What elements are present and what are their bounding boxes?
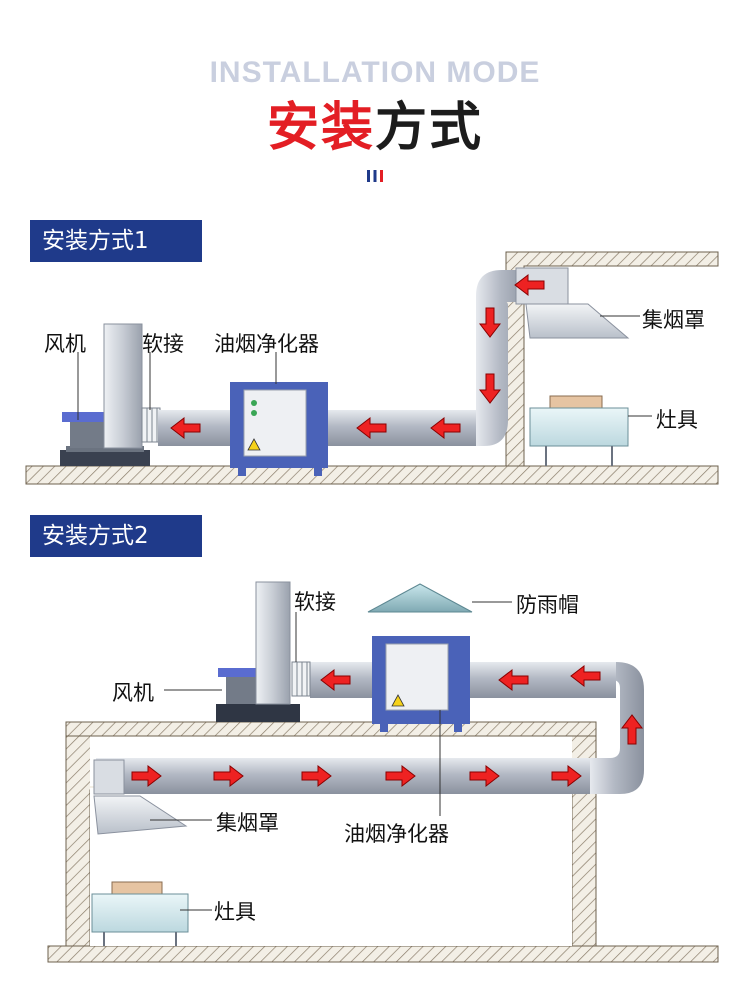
duct-interior-2 bbox=[96, 758, 596, 794]
floor-hatch-1 bbox=[25, 465, 719, 485]
page-title-part2: 方式 bbox=[375, 98, 484, 158]
fan-stack-1 bbox=[103, 323, 143, 449]
soft-joint-1 bbox=[141, 407, 161, 443]
page-title-part1: 安装 bbox=[266, 98, 375, 158]
fan-motor-1 bbox=[70, 420, 110, 448]
hood-2 bbox=[93, 759, 188, 835]
callout-purifier-1: 油烟净化器 bbox=[214, 332, 319, 356]
callout-rain-cap-2: 防雨帽 bbox=[516, 593, 579, 617]
page-title: 安装方式 bbox=[0, 96, 750, 160]
callout-soft-joint-2: 软接 bbox=[294, 590, 336, 614]
fan-base-2 bbox=[216, 704, 300, 722]
callout-hood-2: 集烟罩 bbox=[216, 811, 279, 835]
callout-fan-2: 风机 bbox=[112, 681, 154, 705]
stove-2 bbox=[91, 881, 189, 946]
rain-cap-2 bbox=[367, 583, 473, 613]
header-subtitle-en: INSTALLATION MODE bbox=[209, 56, 541, 89]
hood-1 bbox=[515, 267, 630, 339]
tricolor-bars-decoration bbox=[367, 170, 383, 182]
warning-label-icon bbox=[247, 438, 261, 451]
section1-label: 安装方式1 bbox=[30, 220, 202, 262]
callout-stove-1: 灶具 bbox=[656, 408, 698, 432]
duct-riser-2 bbox=[590, 662, 644, 794]
callout-lines-2 bbox=[150, 601, 512, 911]
purifier-unit-2 bbox=[372, 636, 470, 732]
roof-slab-2 bbox=[65, 721, 597, 737]
fan-stack-2 bbox=[255, 581, 291, 705]
fan-base-1 bbox=[60, 450, 150, 466]
warning-label-icon bbox=[391, 694, 405, 707]
callout-fan-1: 风机 bbox=[44, 332, 86, 356]
purifier-unit-1 bbox=[230, 382, 328, 476]
fan-motor-2 bbox=[226, 676, 258, 704]
section2-label: 安装方式2 bbox=[30, 515, 202, 557]
callout-soft-joint-1: 软接 bbox=[142, 332, 184, 356]
wall-hatch-1 bbox=[505, 251, 719, 467]
callout-stove-2: 灶具 bbox=[214, 900, 256, 924]
callout-purifier-2: 油烟净化器 bbox=[344, 822, 449, 846]
stove-1 bbox=[529, 395, 629, 466]
callout-lines-1 bbox=[77, 315, 652, 420]
soft-joint-2 bbox=[291, 661, 311, 697]
section1-scene bbox=[25, 251, 719, 485]
section2-scene bbox=[47, 581, 719, 963]
ground-hatch-2 bbox=[47, 945, 719, 963]
callout-hood-1: 集烟罩 bbox=[642, 308, 705, 332]
